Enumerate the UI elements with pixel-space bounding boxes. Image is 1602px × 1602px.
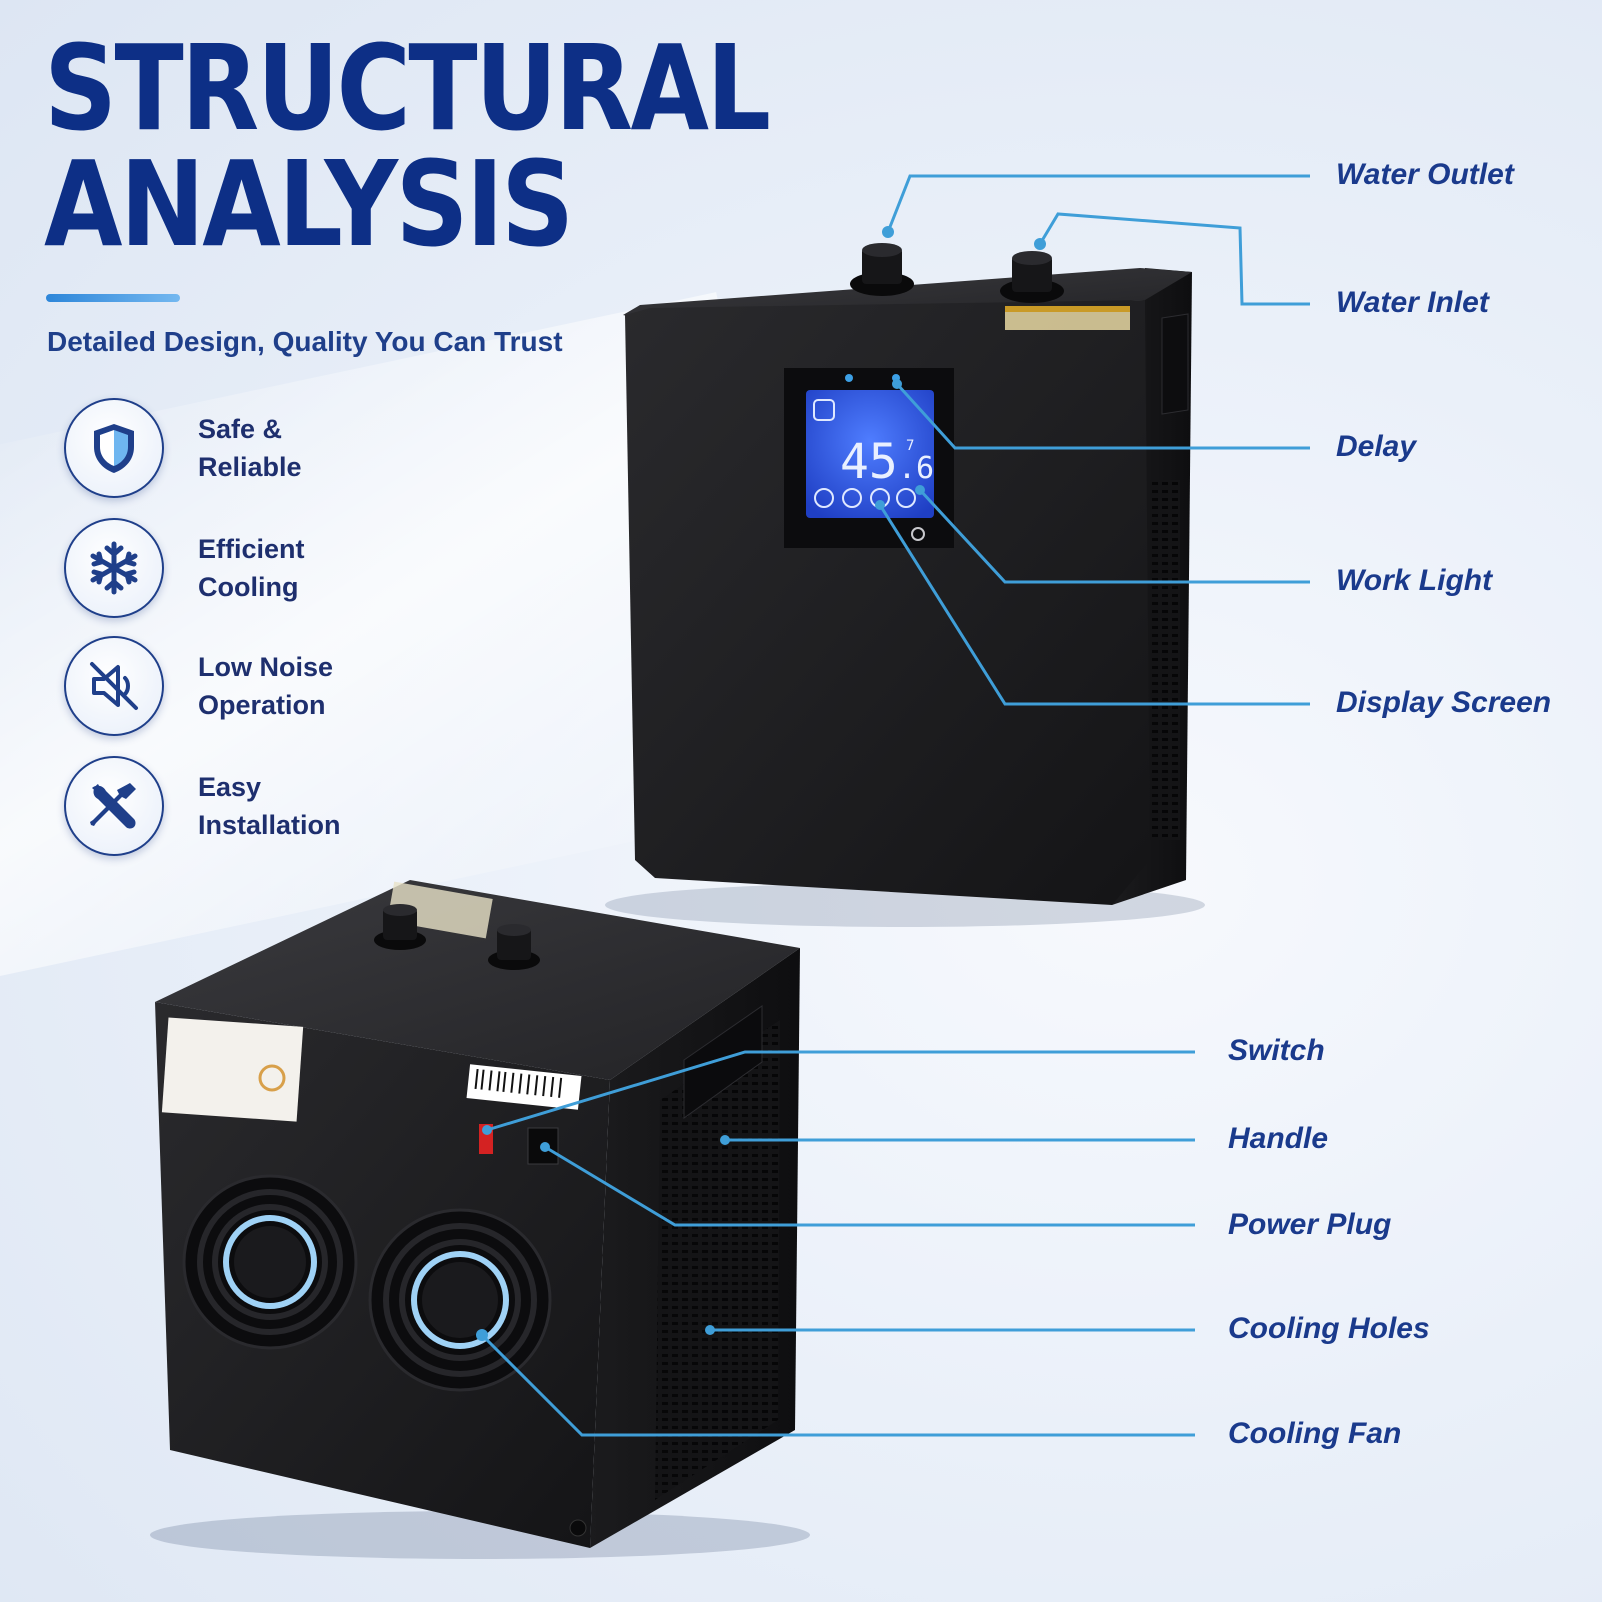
- lcd-button-cool[interactable]: [842, 488, 862, 508]
- mute-speaker-icon: [90, 662, 138, 710]
- leader-power-plug: [544, 1145, 1195, 1227]
- lcd-button-mode[interactable]: [896, 488, 916, 508]
- leader-water-inlet: [1038, 212, 1310, 306]
- unit-shadow: [150, 1511, 810, 1559]
- callout-water-inlet: Water Inlet: [1336, 286, 1489, 319]
- callout-cooling-holes: Cooling Holes: [1228, 1312, 1430, 1345]
- rubber-foot: [569, 1519, 587, 1537]
- lcd-display: [806, 390, 934, 518]
- shield-icon: [94, 424, 134, 473]
- callout-water-outlet: Water Outlet: [1336, 158, 1514, 191]
- callout-handle: Handle: [1228, 1122, 1329, 1155]
- leader-dots-bottom: [476, 1125, 730, 1341]
- feature-badge: [64, 636, 164, 736]
- feature-label: Efficient Cooling: [198, 534, 305, 602]
- lcd-small-digit: 7: [906, 438, 914, 454]
- feature-efficient-cooling: Efficient Cooling: [64, 518, 524, 618]
- leader-dots-top: [875, 226, 1046, 510]
- chiller-unit-front: 45 .6 7: [605, 243, 1205, 927]
- brand-logo-mark: [911, 527, 925, 541]
- lcd-button-power[interactable]: [814, 488, 834, 508]
- feature-badge: [64, 756, 164, 856]
- snowflake-icon: [90, 541, 138, 595]
- feature-badge: [64, 518, 164, 618]
- title-line-1: STRUCTURAL: [44, 19, 771, 157]
- water-inlet-port: [1012, 256, 1052, 292]
- feature-safe-reliable: Safe & Reliable: [64, 398, 524, 498]
- feature-label: Low Noise Operation: [198, 652, 334, 720]
- leader-water-outlet: [886, 174, 1310, 233]
- rear-port-2: [497, 928, 531, 960]
- feature-low-noise: Low Noise Operation: [64, 636, 524, 736]
- leader-delay: [895, 382, 1310, 450]
- page-title: STRUCTURAL ANALYSIS: [44, 19, 771, 273]
- cooling-fan-left: [182, 1174, 358, 1350]
- cooling-fan-right: [368, 1208, 552, 1392]
- leader-lines-top: [878, 174, 1310, 706]
- title-underline: [46, 294, 180, 302]
- callout-delay: Delay: [1336, 430, 1417, 463]
- title-line-2: ANALYSIS: [44, 135, 574, 273]
- water-outlet-port: [862, 248, 902, 284]
- callout-display-screen: Display Screen: [1336, 686, 1552, 719]
- side-vent-grille: [1150, 480, 1180, 840]
- subtitle: Detailed Design, Quality You Can Trust: [47, 326, 563, 357]
- feature-label: Easy Installation: [198, 772, 341, 840]
- callout-work-light: Work Light: [1336, 564, 1493, 597]
- side-handle: [683, 1005, 763, 1119]
- leader-cooling-fan: [480, 1333, 1195, 1437]
- leader-lines-bottom: [480, 1050, 1195, 1437]
- unit-front-face: [625, 300, 1150, 905]
- callout-switch: Switch: [1228, 1034, 1325, 1067]
- lcd-mute-symbol: [813, 399, 835, 421]
- feature-easy-installation: Easy Installation: [64, 756, 524, 856]
- callout-cooling-fan: Cooling Fan: [1228, 1417, 1402, 1450]
- spec-label: [161, 1017, 304, 1122]
- indicator-light-left: [845, 374, 853, 382]
- unit-top-face: [155, 880, 800, 1080]
- leader-switch: [486, 1050, 1195, 1132]
- chiller-unit-rear: [150, 880, 810, 1559]
- callout-power-plug: Power Plug: [1228, 1208, 1392, 1241]
- feature-label: Safe & Reliable: [198, 414, 302, 482]
- lcd-main-digits: 45: [840, 434, 898, 490]
- feature-badge: [64, 398, 164, 498]
- leader-work-light: [918, 488, 1310, 584]
- tools-icon: [90, 783, 136, 829]
- rear-port-1: [383, 908, 417, 940]
- side-handle: [1161, 313, 1189, 415]
- lcd-decimal-digits: .6: [898, 451, 934, 486]
- leader-display-screen: [878, 504, 1310, 706]
- barcode-label: [466, 1064, 582, 1110]
